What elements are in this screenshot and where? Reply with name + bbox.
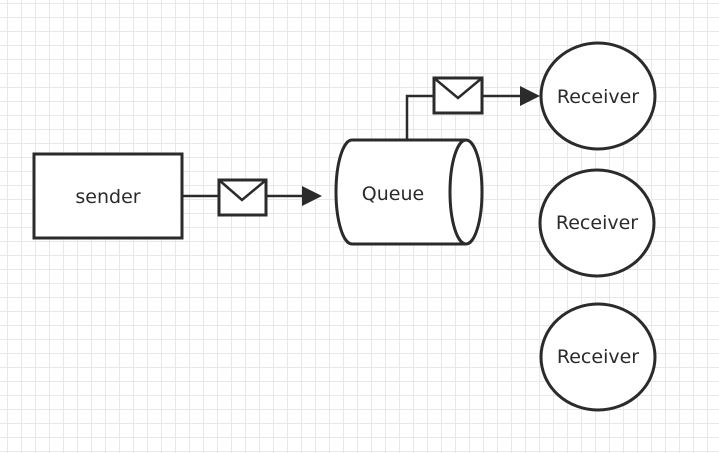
queue-label: Queue [362, 183, 424, 205]
receiver-node[interactable]: Receiver [539, 41, 657, 151]
receiver-label: Receiver [557, 346, 639, 368]
receiver-node[interactable]: Receiver [539, 302, 657, 412]
envelope-icon [432, 76, 484, 115]
connector-queue-to-receiver [405, 86, 540, 140]
receiver-label: Receiver [557, 86, 639, 108]
sender-label: sender [75, 186, 140, 208]
receiver-label: Receiver [556, 212, 638, 234]
receiver-node[interactable]: Receiver [538, 168, 656, 278]
sender-node[interactable]: sender [32, 152, 184, 240]
envelope-icon [217, 178, 268, 217]
queue-node[interactable]: Queue [334, 138, 484, 246]
